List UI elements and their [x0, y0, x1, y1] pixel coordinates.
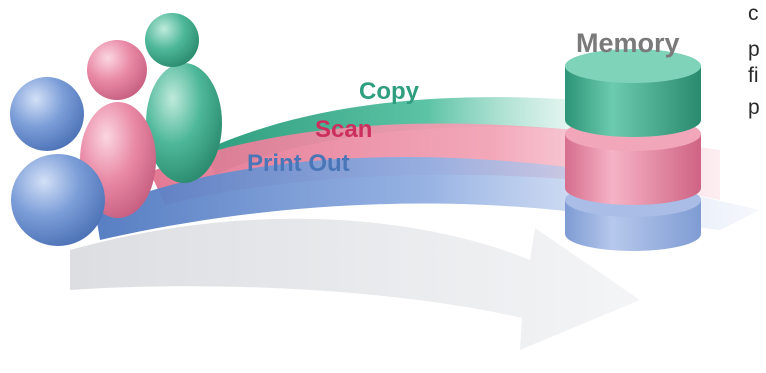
print-out-label: Print Out — [247, 150, 350, 178]
memory-stack — [565, 49, 701, 251]
copy-label: Copy — [359, 78, 419, 106]
scan-label: Scan — [315, 116, 372, 144]
shadow-arrow — [70, 219, 640, 350]
side-text-line-1: c — [748, 2, 759, 26]
side-text-line-2: p — [748, 38, 760, 62]
side-text-line-4: p — [748, 96, 760, 120]
memory-label: Memory — [576, 28, 680, 59]
user-teal-figure — [145, 13, 222, 183]
side-text-line-3: fi — [748, 64, 759, 88]
